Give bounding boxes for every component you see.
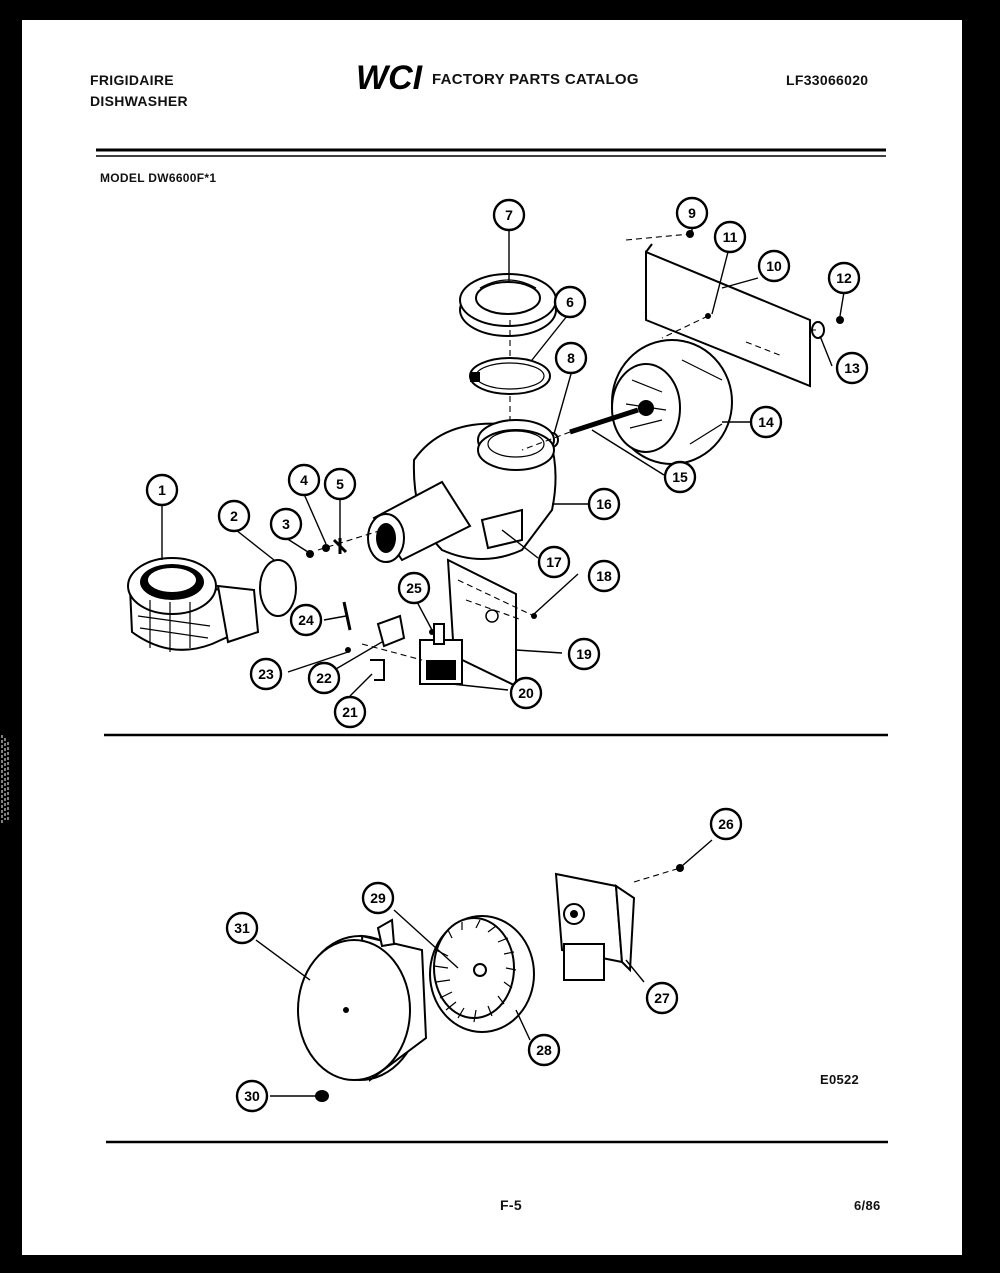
svg-text:11: 11 [723,229,738,245]
callout-6: 6 [553,285,587,319]
svg-text:4: 4 [300,472,308,488]
svg-text:25: 25 [406,580,422,596]
svg-text:16: 16 [596,496,612,512]
catalog-number: LF33066020 [786,72,869,88]
page-number: F-5 [500,1197,522,1213]
callout-29: 29 [361,881,395,915]
diagram-code: E0522 [820,1072,860,1087]
callout-26: 26 [709,807,743,841]
svg-text:31: 31 [234,920,250,936]
callout-8: 8 [554,341,588,375]
callout-11: 11 [713,220,747,254]
svg-text:15: 15 [672,469,688,485]
part-20-solenoid [419,623,463,685]
svg-text:9: 9 [688,205,696,221]
svg-text:21: 21 [342,704,358,720]
part-2-clamp-ring [259,559,297,617]
part-10-mounting-bracket [645,243,811,388]
svg-text:10: 10 [766,258,782,274]
svg-text:22: 22 [316,670,332,686]
callout-leaders [161,228,845,1097]
svg-text:29: 29 [370,890,386,906]
svg-text:17: 17 [546,554,562,570]
svg-text:23: 23 [258,666,274,682]
svg-text:28: 28 [536,1042,552,1058]
callout-21: 21 [333,695,367,729]
part-1-sump-assembly [127,557,260,652]
callout-12: 12 [827,261,861,295]
svg-text:14: 14 [758,414,774,430]
part-28-blower-wheel [429,915,535,1033]
part-14-motor [611,339,733,465]
callout-27: 27 [645,981,679,1015]
callout-22: 22 [307,661,341,695]
callout-5: 5 [323,467,357,501]
pump-inlet-tube [367,480,472,563]
svg-text:1: 1 [158,482,166,498]
svg-text:2: 2 [230,508,238,524]
callout-28: 28 [527,1033,561,1067]
model-label: MODEL DW6600F*1 [100,171,217,185]
callout-16: 16 [587,487,621,521]
part-31-blower-housing [297,918,428,1082]
callout-20: 20 [509,676,543,710]
part-24-spring [342,601,352,631]
callout-18: 18 [587,559,621,593]
svg-text:30: 30 [244,1088,260,1104]
svg-text:27: 27 [654,990,670,1006]
svg-text:5: 5 [336,476,344,492]
part-6-hose-clamp [469,357,551,395]
svg-text:18: 18 [596,568,612,584]
svg-text:20: 20 [518,685,534,701]
brand-name: FRIGIDAIRE [90,72,174,88]
callout-10: 10 [757,249,791,283]
callout-14: 14 [749,405,783,439]
callout-17: 17 [537,545,571,579]
callout-30: 30 [235,1079,269,1113]
callout-4: 4 [287,463,321,497]
wci-logo: WCI [356,59,424,96]
callout-19: 19 [567,637,601,671]
callout-23: 23 [249,657,283,691]
part-25-screw [429,629,435,635]
revision-date: 6/86 [854,1198,881,1213]
svg-text:12: 12 [836,270,852,286]
part-15-shaft [569,407,639,435]
catalog-page: FRIGIDAIRE DISHWASHER WCI FACTORY PARTS … [22,20,962,1255]
callout-25: 25 [397,571,431,605]
svg-text:8: 8 [567,350,575,366]
svg-text:19: 19 [576,646,592,662]
svg-text:26: 26 [718,816,734,832]
logo-text: WCI [356,59,424,96]
part-7-filter-ring [459,273,557,337]
part-30-screw [315,1090,329,1102]
svg-text:24: 24 [298,612,314,628]
catalog-title: FACTORY PARTS CATALOG [432,71,639,88]
svg-text:3: 3 [282,516,290,532]
part-27-blower-motor [554,872,636,981]
part-5-clip [332,538,348,554]
callout-13: 13 [835,351,869,385]
scan-margin-marks [0,730,10,830]
callout-1: 1 [145,473,179,507]
callout-2: 2 [217,499,251,533]
callout-24: 24 [289,603,323,637]
callout-7: 7 [492,198,526,232]
svg-text:6: 6 [566,294,574,310]
part-12-screw [836,316,844,324]
part-21-link [370,659,385,681]
callout-3: 3 [269,507,303,541]
callout-15: 15 [663,460,697,494]
part-4-washer [322,544,330,552]
callout-9: 9 [675,196,709,230]
part-22-lever [376,614,406,648]
part-23-pin [345,647,351,653]
svg-text:13: 13 [844,360,860,376]
exploded-parts-diagram: 1 2 3 4 5 6 7 8 9 10 11 12 13 14 15 16 1… [96,148,888,1144]
svg-text:7: 7 [505,207,513,223]
product-type: DISHWASHER [90,93,188,109]
callout-31: 31 [225,911,259,945]
